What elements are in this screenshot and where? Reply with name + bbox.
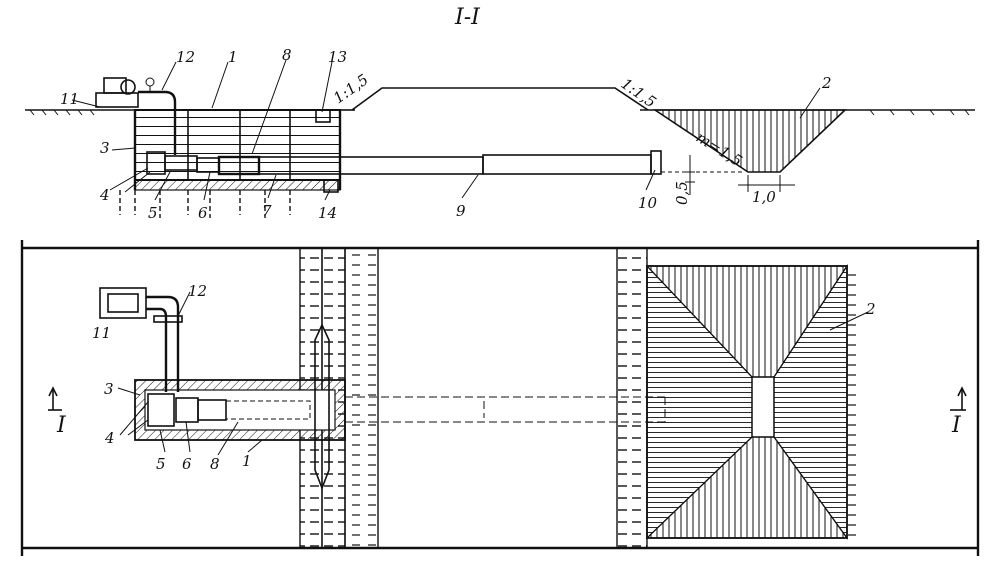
section-view: I-I	[25, 5, 975, 222]
launching-pit-plan	[134, 379, 346, 441]
label-3: 3	[100, 139, 110, 157]
plan-label-3: 3	[104, 380, 114, 398]
section-marker-left: I	[48, 386, 67, 438]
pump-unit	[95, 77, 177, 155]
section-marker-right-text: I	[951, 413, 962, 438]
slope-right: 1:1,5	[618, 75, 660, 112]
label-13: 13	[328, 48, 347, 66]
embankment-plan-right	[616, 247, 648, 549]
dimension-depth-text: 0,5	[673, 181, 691, 205]
pump-unit-plan	[99, 287, 183, 392]
section-marker-left-text: I	[56, 413, 67, 438]
label-10: 10	[638, 194, 658, 212]
label-12: 12	[176, 48, 195, 66]
pipeline	[258, 150, 662, 175]
leader-lines	[71, 59, 821, 201]
plan-label-4: 4	[104, 429, 115, 447]
plan-view: I I 12 11 3 4 5 6 8 1 2	[20, 240, 980, 556]
label-5: 5	[148, 204, 158, 222]
plan-label-1: 1	[242, 452, 252, 470]
block-14	[323, 179, 339, 193]
embankment	[351, 87, 649, 111]
jacking-equipment	[146, 151, 261, 176]
plan-label-12: 12	[188, 282, 207, 300]
slope-left: 1:1,5	[330, 70, 372, 107]
plan-leader-lines	[117, 291, 869, 456]
plan-label-11: 11	[92, 324, 111, 342]
dimension-width-text: 1,0	[752, 188, 776, 206]
label-1: 1	[228, 48, 238, 66]
block-13	[315, 109, 331, 123]
launching-pit	[133, 109, 342, 191]
dimension-depth: 0,5	[673, 155, 695, 205]
label-6: 6	[198, 204, 208, 222]
section-marker-right: I	[950, 386, 967, 438]
label-2: 2	[821, 74, 832, 92]
dimension-width: 1,0	[738, 175, 795, 206]
label-14: 14	[318, 204, 337, 222]
plan-label-2: 2	[865, 300, 876, 318]
receiving-pit-plan	[645, 263, 861, 540]
plan-label-8: 8	[210, 455, 220, 473]
receiving-pit	[652, 109, 847, 173]
label-4: 4	[99, 186, 110, 204]
pipe-plan-dashed	[345, 396, 666, 423]
plan-label-6: 6	[182, 455, 192, 473]
label-11: 11	[60, 90, 79, 108]
plan-label-5: 5	[156, 455, 166, 473]
label-7: 7	[262, 202, 272, 220]
label-9: 9	[456, 202, 466, 220]
piles	[119, 190, 291, 218]
section-title: I-I	[454, 5, 481, 30]
casing-cross	[314, 323, 330, 491]
label-8: 8	[282, 46, 292, 64]
